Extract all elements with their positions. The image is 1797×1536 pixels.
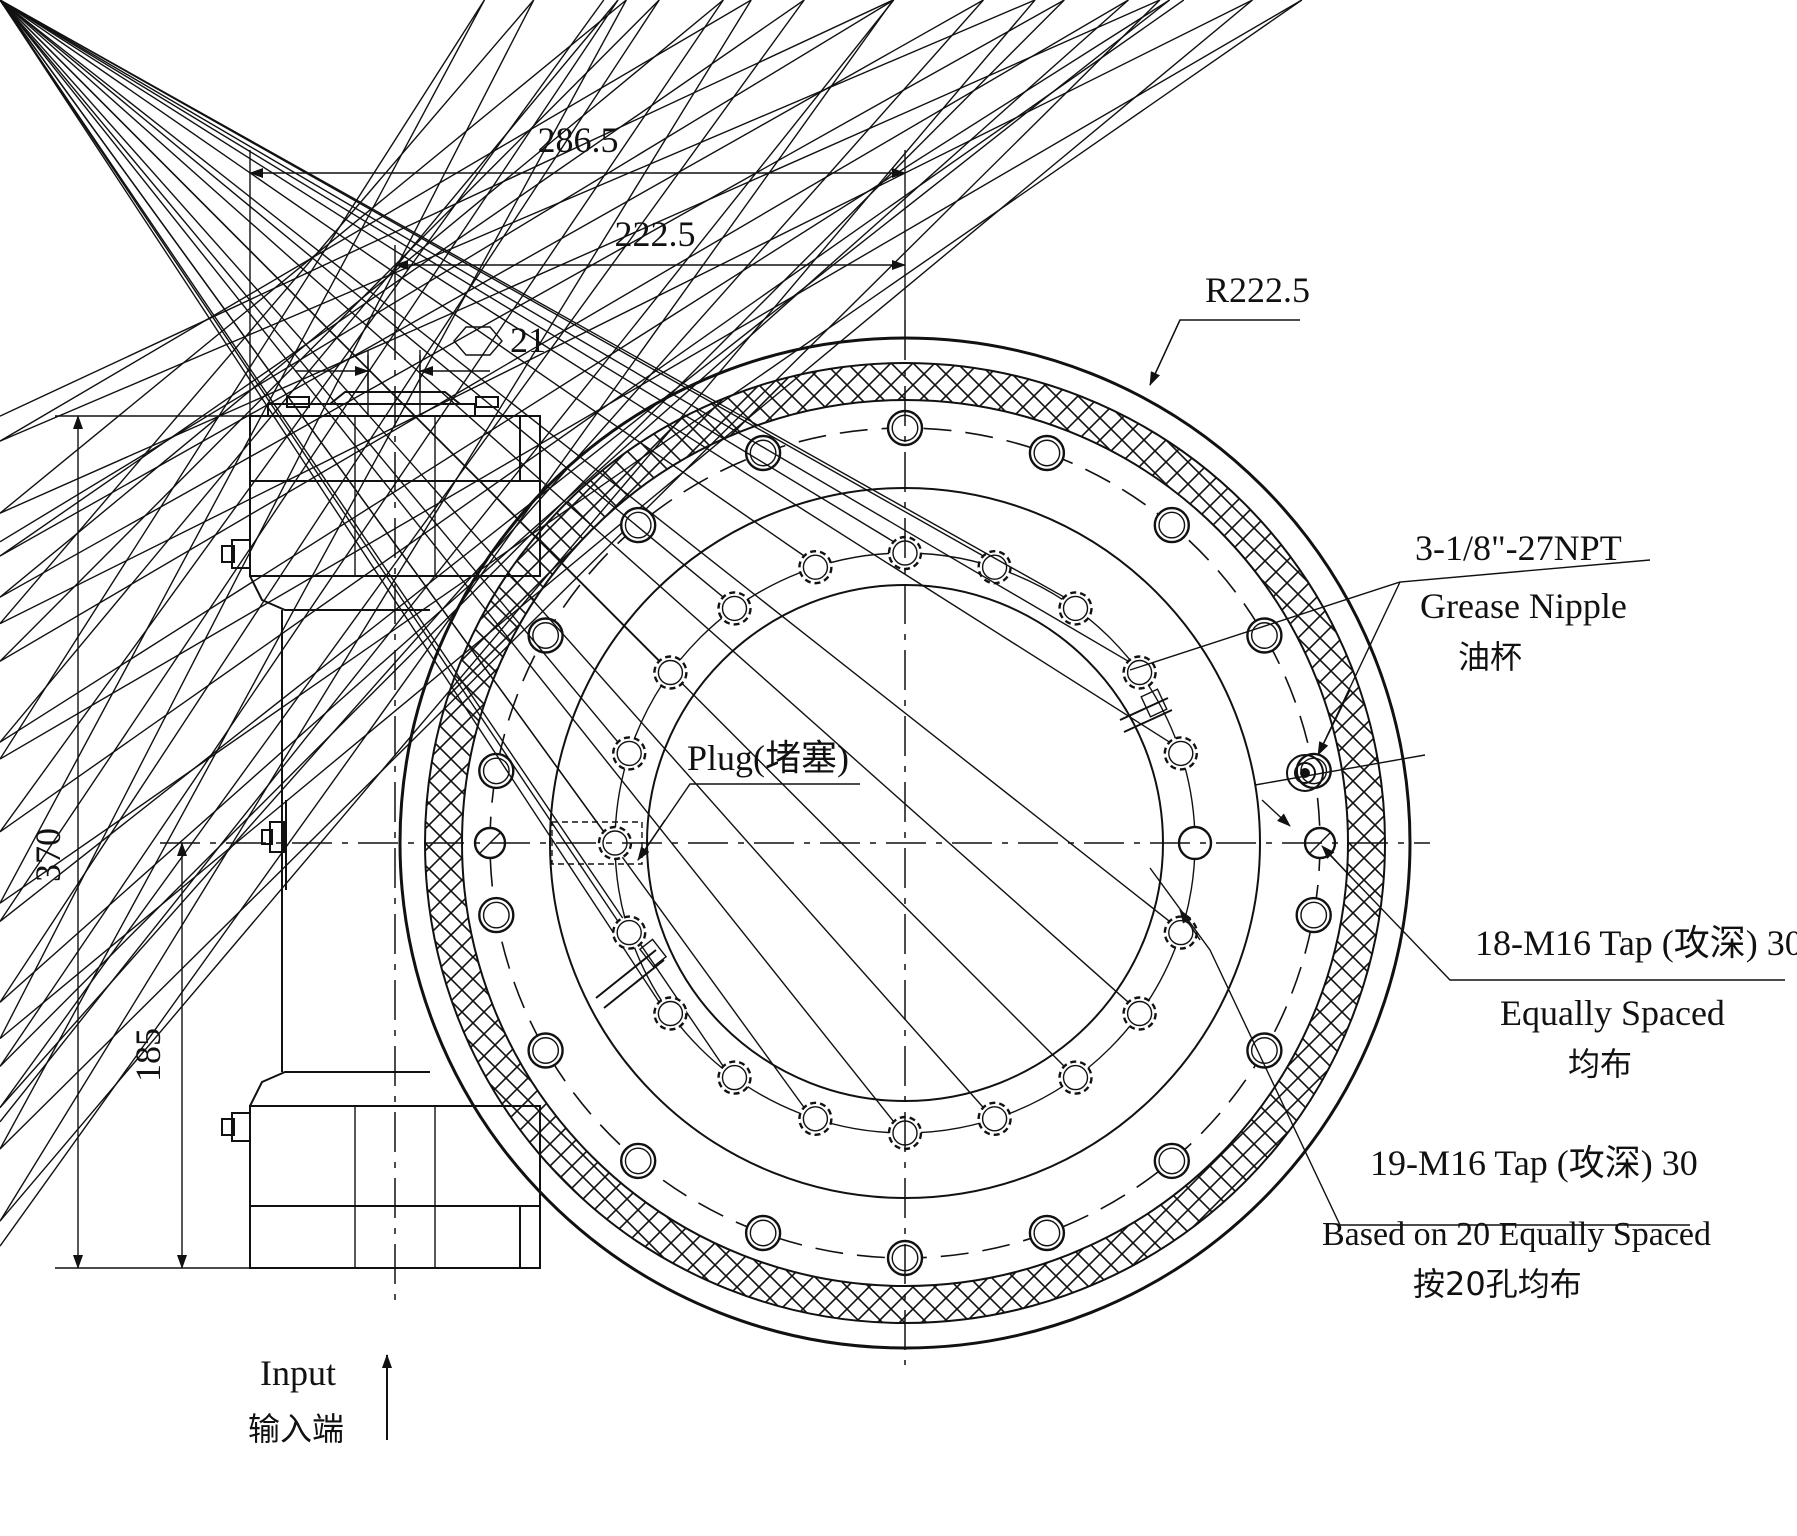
outer-bolt-hole	[0, 0, 1191, 1180]
input-cn: 输入端	[248, 1410, 344, 1448]
inner-bolt-hole	[0, 0, 1213, 861]
inner-bolt-hole	[0, 0, 688, 1031]
outer-bolt-hole	[0, 0, 1191, 544]
inner-bolt-hole	[0, 0, 1199, 771]
slewing-ring	[0, 0, 1430, 1365]
leader-lines	[382, 559, 1785, 1440]
inner-bolt-hole	[0, 0, 752, 626]
inner-bolt-hole	[0, 0, 1012, 1137]
inner-bolt-hole	[0, 0, 647, 950]
dim-half-height: 185	[128, 1028, 168, 1082]
inner-tap-spec: 19-M16 Tap (攻深) 30	[1370, 1143, 1698, 1183]
outer-bolt-hole	[0, 0, 782, 1252]
dim-center-offset: 222.5	[615, 214, 696, 254]
grease-channel-upper	[1119, 688, 1173, 733]
input-label: Input	[260, 1353, 336, 1393]
grease-nipple-spec: 3-1/8"-27NPT	[1415, 528, 1622, 568]
grease-nipple-name: Grease Nipple	[1420, 586, 1627, 626]
outer-bolt-hole	[0, 0, 924, 447]
inner-tap-cn: 按20孔均布	[1413, 1265, 1582, 1303]
plug-label: Plug(堵塞)	[687, 738, 849, 778]
inner-hole-group	[0, 0, 1213, 1151]
outer-bolt-hole	[0, 0, 1066, 1252]
outer-tap-note: Equally Spaced	[1500, 993, 1725, 1033]
dimension-lines	[55, 150, 1300, 1269]
inner-bolt-hole	[0, 0, 833, 585]
grease-nipple-cn: 油杯	[1458, 638, 1522, 676]
outer-bolt-hole	[0, 0, 564, 654]
outer-bolt-hole	[0, 0, 657, 1180]
outer-tap-spec: 18-M16 Tap (攻深) 30	[1475, 923, 1797, 963]
grease-channel-lower	[595, 938, 668, 1009]
outer-bolt-hole	[0, 0, 1283, 654]
inner-tap-note: Based on 20 Equally Spaced	[1322, 1216, 1711, 1253]
inner-bolt-hole	[0, 0, 1093, 626]
outer-bolt-hole	[0, 0, 1332, 934]
outer-bolt-hole	[0, 0, 1066, 472]
outer-tap-cn: 均布	[1568, 1045, 1632, 1083]
dim-overall-width: 286.5	[538, 120, 619, 160]
hexagon-icon	[453, 326, 503, 356]
inner-bolt-hole	[0, 0, 688, 690]
inner-bolt-hole	[0, 0, 1199, 950]
dim-hex-size: 21	[510, 320, 546, 360]
dim-overall-height: 370	[28, 828, 68, 882]
dim-outer-radius: R222.5	[1205, 270, 1310, 310]
